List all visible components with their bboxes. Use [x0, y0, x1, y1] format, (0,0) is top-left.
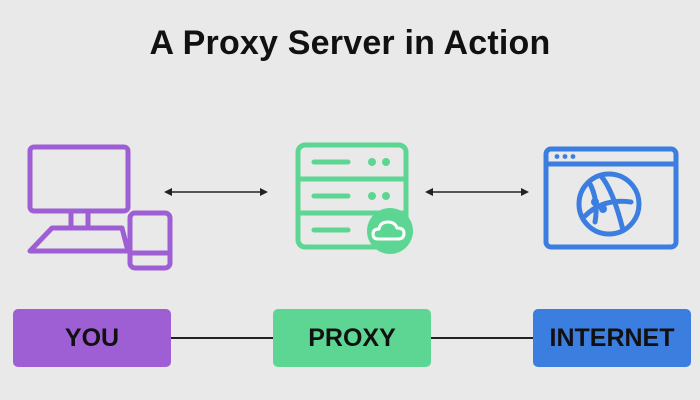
page-title: A Proxy Server in Action [149, 24, 551, 62]
connector-you-proxy [171, 337, 273, 339]
bidirectional-arrow-you-proxy [163, 184, 269, 200]
computer-and-phone-icon [26, 143, 176, 273]
server-with-cloud-icon [294, 141, 418, 256]
proxy-label: PROXY [273, 309, 431, 367]
connector-proxy-internet [431, 337, 533, 339]
bidirectional-arrow-proxy-internet [424, 184, 530, 200]
browser-globe-icon [543, 146, 679, 250]
you-label: YOU [13, 309, 171, 367]
internet-label: INTERNET [533, 309, 691, 367]
